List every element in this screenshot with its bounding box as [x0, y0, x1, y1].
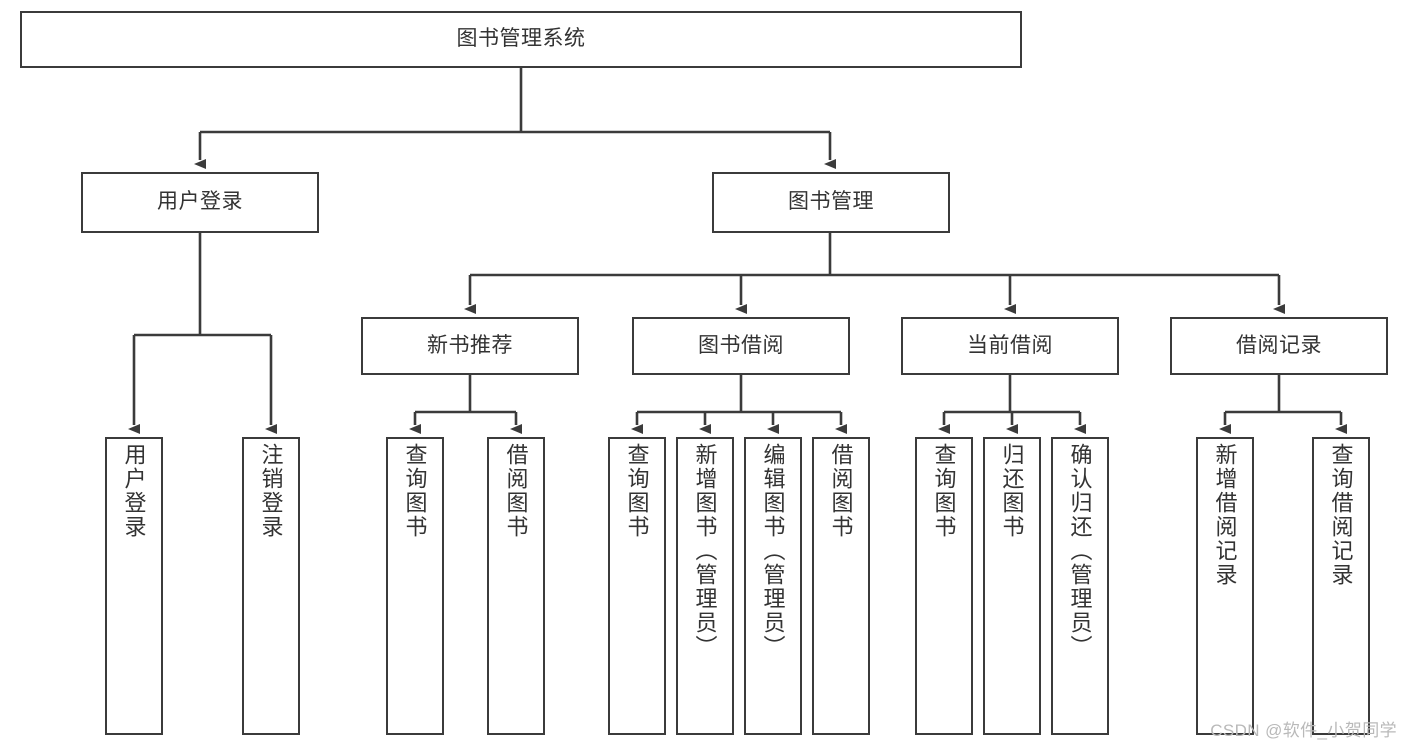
- leaf-logout-label: 注销登录: [258, 443, 284, 539]
- leaf-confirm-return[interactable]: 确认归还（管理员）: [1051, 437, 1109, 735]
- node-book-borrow[interactable]: 图书借阅: [632, 317, 850, 375]
- leaf-query-book-rec[interactable]: 查询图书: [386, 437, 444, 735]
- node-current-borrow-label: 当前借阅: [967, 333, 1053, 357]
- leaf-query-record-label: 查询借阅记录: [1328, 443, 1354, 587]
- leaf-add-book[interactable]: 新增图书（管理员）: [676, 437, 734, 735]
- node-book-manage[interactable]: 图书管理: [712, 172, 950, 233]
- leaf-query-book-rec-label: 查询图书: [402, 443, 428, 539]
- leaf-query-book-borrow[interactable]: 查询图书: [608, 437, 666, 735]
- csdn-watermark: CSDN @软件_小贺同学: [1210, 721, 1397, 740]
- leaf-add-book-label: 新增图书（管理员）: [692, 443, 718, 659]
- node-borrow-record-label: 借阅记录: [1236, 333, 1322, 357]
- leaf-query-book-borrow-label: 查询图书: [624, 443, 650, 539]
- node-user-login[interactable]: 用户登录: [81, 172, 319, 233]
- node-new-book-rec[interactable]: 新书推荐: [361, 317, 579, 375]
- node-root[interactable]: 图书管理系统: [20, 11, 1022, 68]
- leaf-add-record-label: 新增借阅记录: [1212, 443, 1238, 587]
- leaf-edit-book[interactable]: 编辑图书（管理员）: [744, 437, 802, 735]
- leaf-logout[interactable]: 注销登录: [242, 437, 300, 735]
- node-book-manage-label: 图书管理: [788, 190, 874, 214]
- leaf-borrow-book[interactable]: 借阅图书: [812, 437, 870, 735]
- leaf-edit-book-label: 编辑图书（管理员）: [760, 443, 786, 659]
- node-book-borrow-label: 图书借阅: [698, 333, 784, 357]
- leaf-return-book-label: 归还图书: [999, 443, 1025, 539]
- node-current-borrow[interactable]: 当前借阅: [901, 317, 1119, 375]
- node-user-login-label: 用户登录: [157, 190, 243, 214]
- node-root-label: 图书管理系统: [456, 27, 586, 51]
- leaf-user-login[interactable]: 用户登录: [105, 437, 163, 735]
- node-borrow-record[interactable]: 借阅记录: [1170, 317, 1388, 375]
- leaf-query-book-cur-label: 查询图书: [931, 443, 957, 539]
- leaf-borrow-book-rec[interactable]: 借阅图书: [487, 437, 545, 735]
- leaf-borrow-book-rec-label: 借阅图书: [503, 443, 529, 539]
- leaf-add-record[interactable]: 新增借阅记录: [1196, 437, 1254, 735]
- node-new-book-rec-label: 新书推荐: [427, 333, 513, 357]
- leaf-confirm-return-label: 确认归还（管理员）: [1067, 443, 1093, 659]
- leaf-query-book-cur[interactable]: 查询图书: [915, 437, 973, 735]
- leaf-return-book[interactable]: 归还图书: [983, 437, 1041, 735]
- leaf-borrow-book-label: 借阅图书: [828, 443, 854, 539]
- leaf-query-record[interactable]: 查询借阅记录: [1312, 437, 1370, 735]
- leaf-user-login-label: 用户登录: [121, 443, 147, 539]
